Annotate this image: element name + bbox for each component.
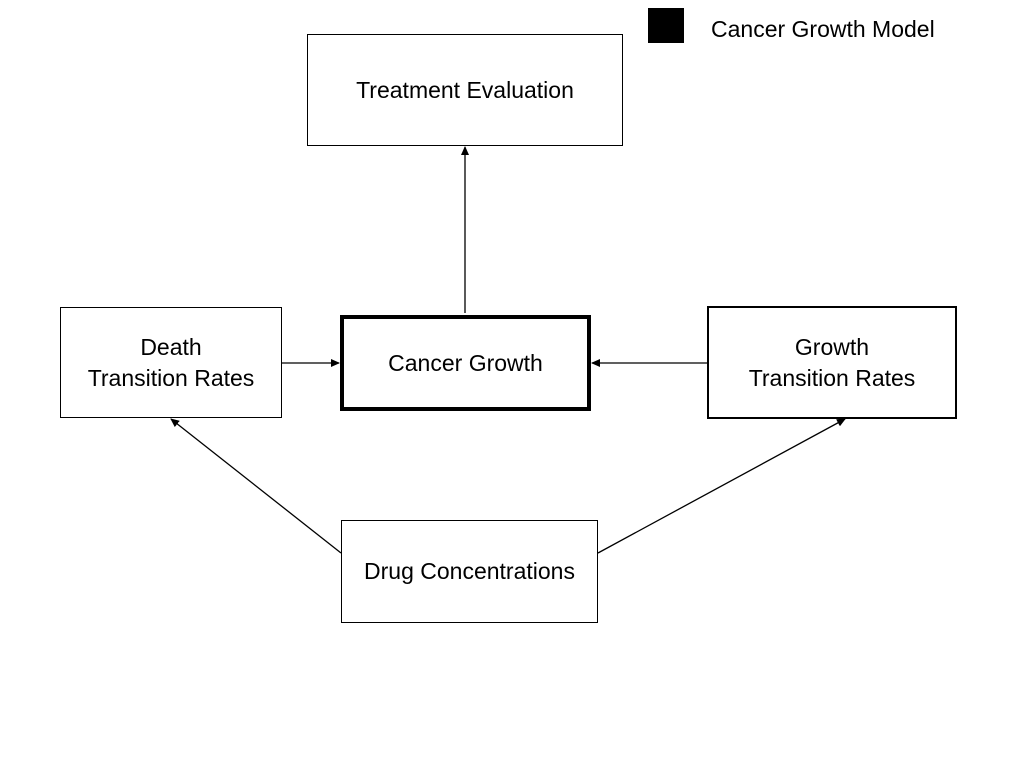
node-label: Treatment Evaluation — [356, 76, 574, 103]
node-drug-concentrations: Drug Concentrations — [341, 520, 598, 623]
legend-label: Cancer Growth Model — [711, 16, 935, 42]
node-label-line-1: Growth — [794, 333, 870, 360]
edge-drug-concentrations-to-growth-rates — [597, 418, 846, 554]
edge-drug-concentrations-to-death-rates — [170, 418, 342, 554]
node-growth-transition-rates: Growth Transition Rates — [707, 306, 957, 419]
node-label-line-2: Transition Rates — [87, 364, 255, 391]
node-treatment-evaluation: Treatment Evaluation — [307, 34, 623, 146]
node-cancer-growth: Cancer Growth — [340, 315, 591, 411]
legend-swatch — [648, 8, 684, 43]
node-label: Cancer Growth — [388, 349, 543, 376]
node-label-line-2: Transition Rates — [748, 364, 916, 391]
node-death-transition-rates: Death Transition Rates — [60, 307, 282, 418]
node-label-line-1: Death — [140, 333, 202, 360]
node-label: Drug Concentrations — [364, 558, 575, 584]
